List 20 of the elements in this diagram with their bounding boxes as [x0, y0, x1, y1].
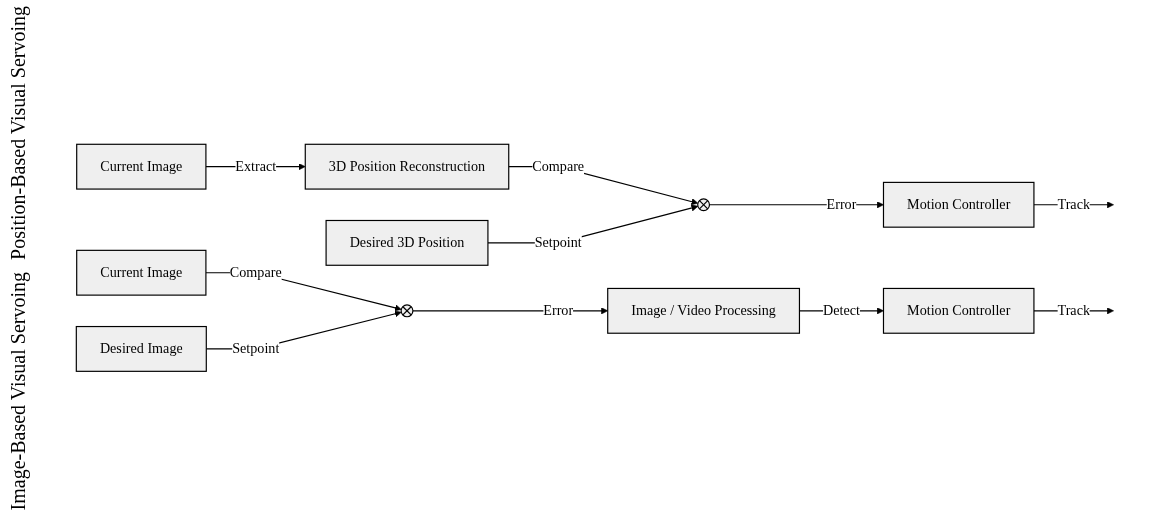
node-box: Motion Controller [882, 182, 1035, 228]
edge-label: Setpoint [232, 340, 280, 357]
edge-label: Error [826, 196, 857, 213]
edge-label: Track [1057, 302, 1090, 319]
node-box: 3D Position Reconstruction [304, 143, 510, 190]
edge-label: Track [1057, 196, 1090, 213]
node-box: Image / Video Processing [607, 288, 801, 334]
node-box: Desired Image [75, 326, 207, 373]
node-box: Current Image [76, 143, 207, 190]
edge-label: Compare [229, 264, 282, 281]
edge-label: Detect [823, 302, 860, 319]
edge-label: Error [543, 302, 574, 319]
edge-label: Setpoint [534, 234, 582, 251]
node-box: Desired 3D Position [325, 220, 489, 267]
side-label: Position-Based Visual Servoing [7, 5, 31, 260]
node-box: Current Image [76, 249, 207, 296]
edge-label: Compare [532, 158, 585, 175]
node-box: Motion Controller [882, 288, 1035, 334]
side-label: Image-Based Visual Servoing [7, 271, 31, 511]
edge-label: Extract [235, 158, 277, 175]
